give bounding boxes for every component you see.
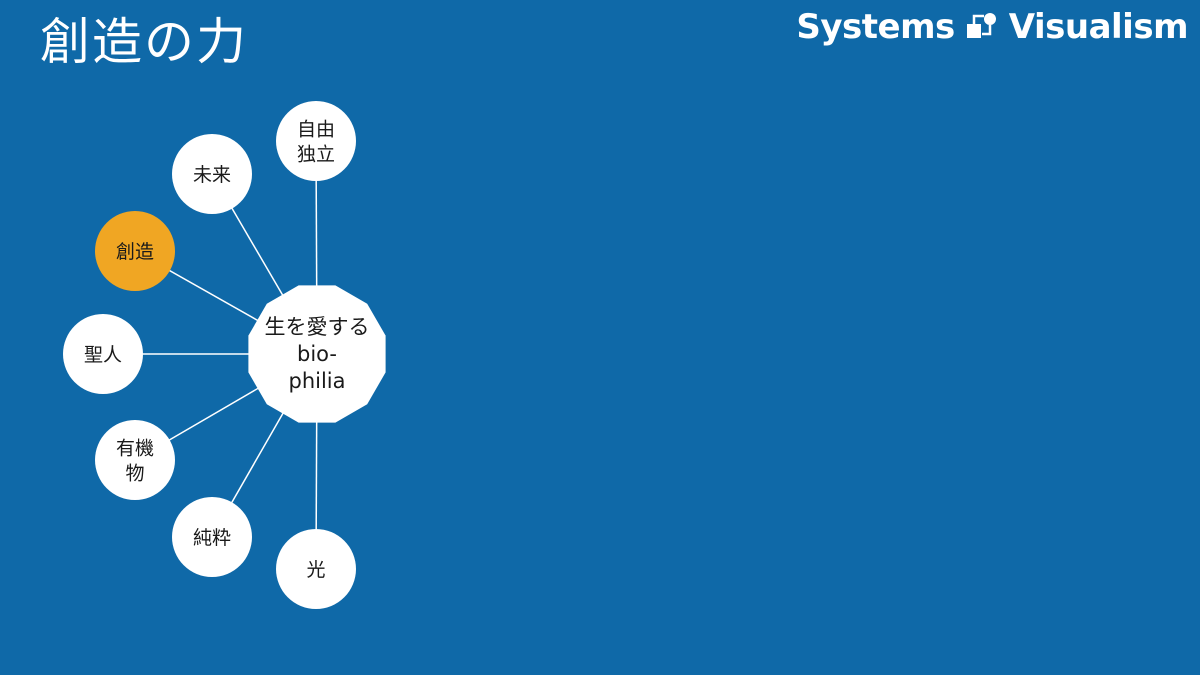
center-node [248,285,386,423]
node-seijin [63,314,143,394]
center-node-label: bio- [297,342,337,366]
center-node-label: 生を愛する [265,315,370,339]
node-yuki [95,420,175,500]
node-label-junsui: 純粋 [193,527,231,549]
brand-text-left: Systems [796,7,955,47]
slide-title: 創造の力 [40,13,248,71]
node-jiyu [276,101,356,181]
node-junsui [172,497,252,577]
node-label-seijin: 聖人 [84,344,122,366]
node-label-jiyu: 独立 [297,144,335,166]
center-node-label: philia [288,369,345,393]
node-label-yuki: 有機 [116,438,154,460]
node-label-hikari: 光 [306,559,325,581]
node-hikari [276,529,356,609]
node-label-mirai: 未来 [193,164,231,186]
node-label-jiyu: 自由 [297,119,335,141]
node-label-yuki: 物 [125,463,144,485]
brand-text-right: Visualism [1008,7,1189,47]
systems-visualism-logo-icon [966,13,996,38]
node-sozo [95,211,175,291]
node-label-sozo: 創造 [116,241,154,263]
brand-logo: Systems Visualism [796,6,1188,48]
node-mirai [172,134,252,214]
